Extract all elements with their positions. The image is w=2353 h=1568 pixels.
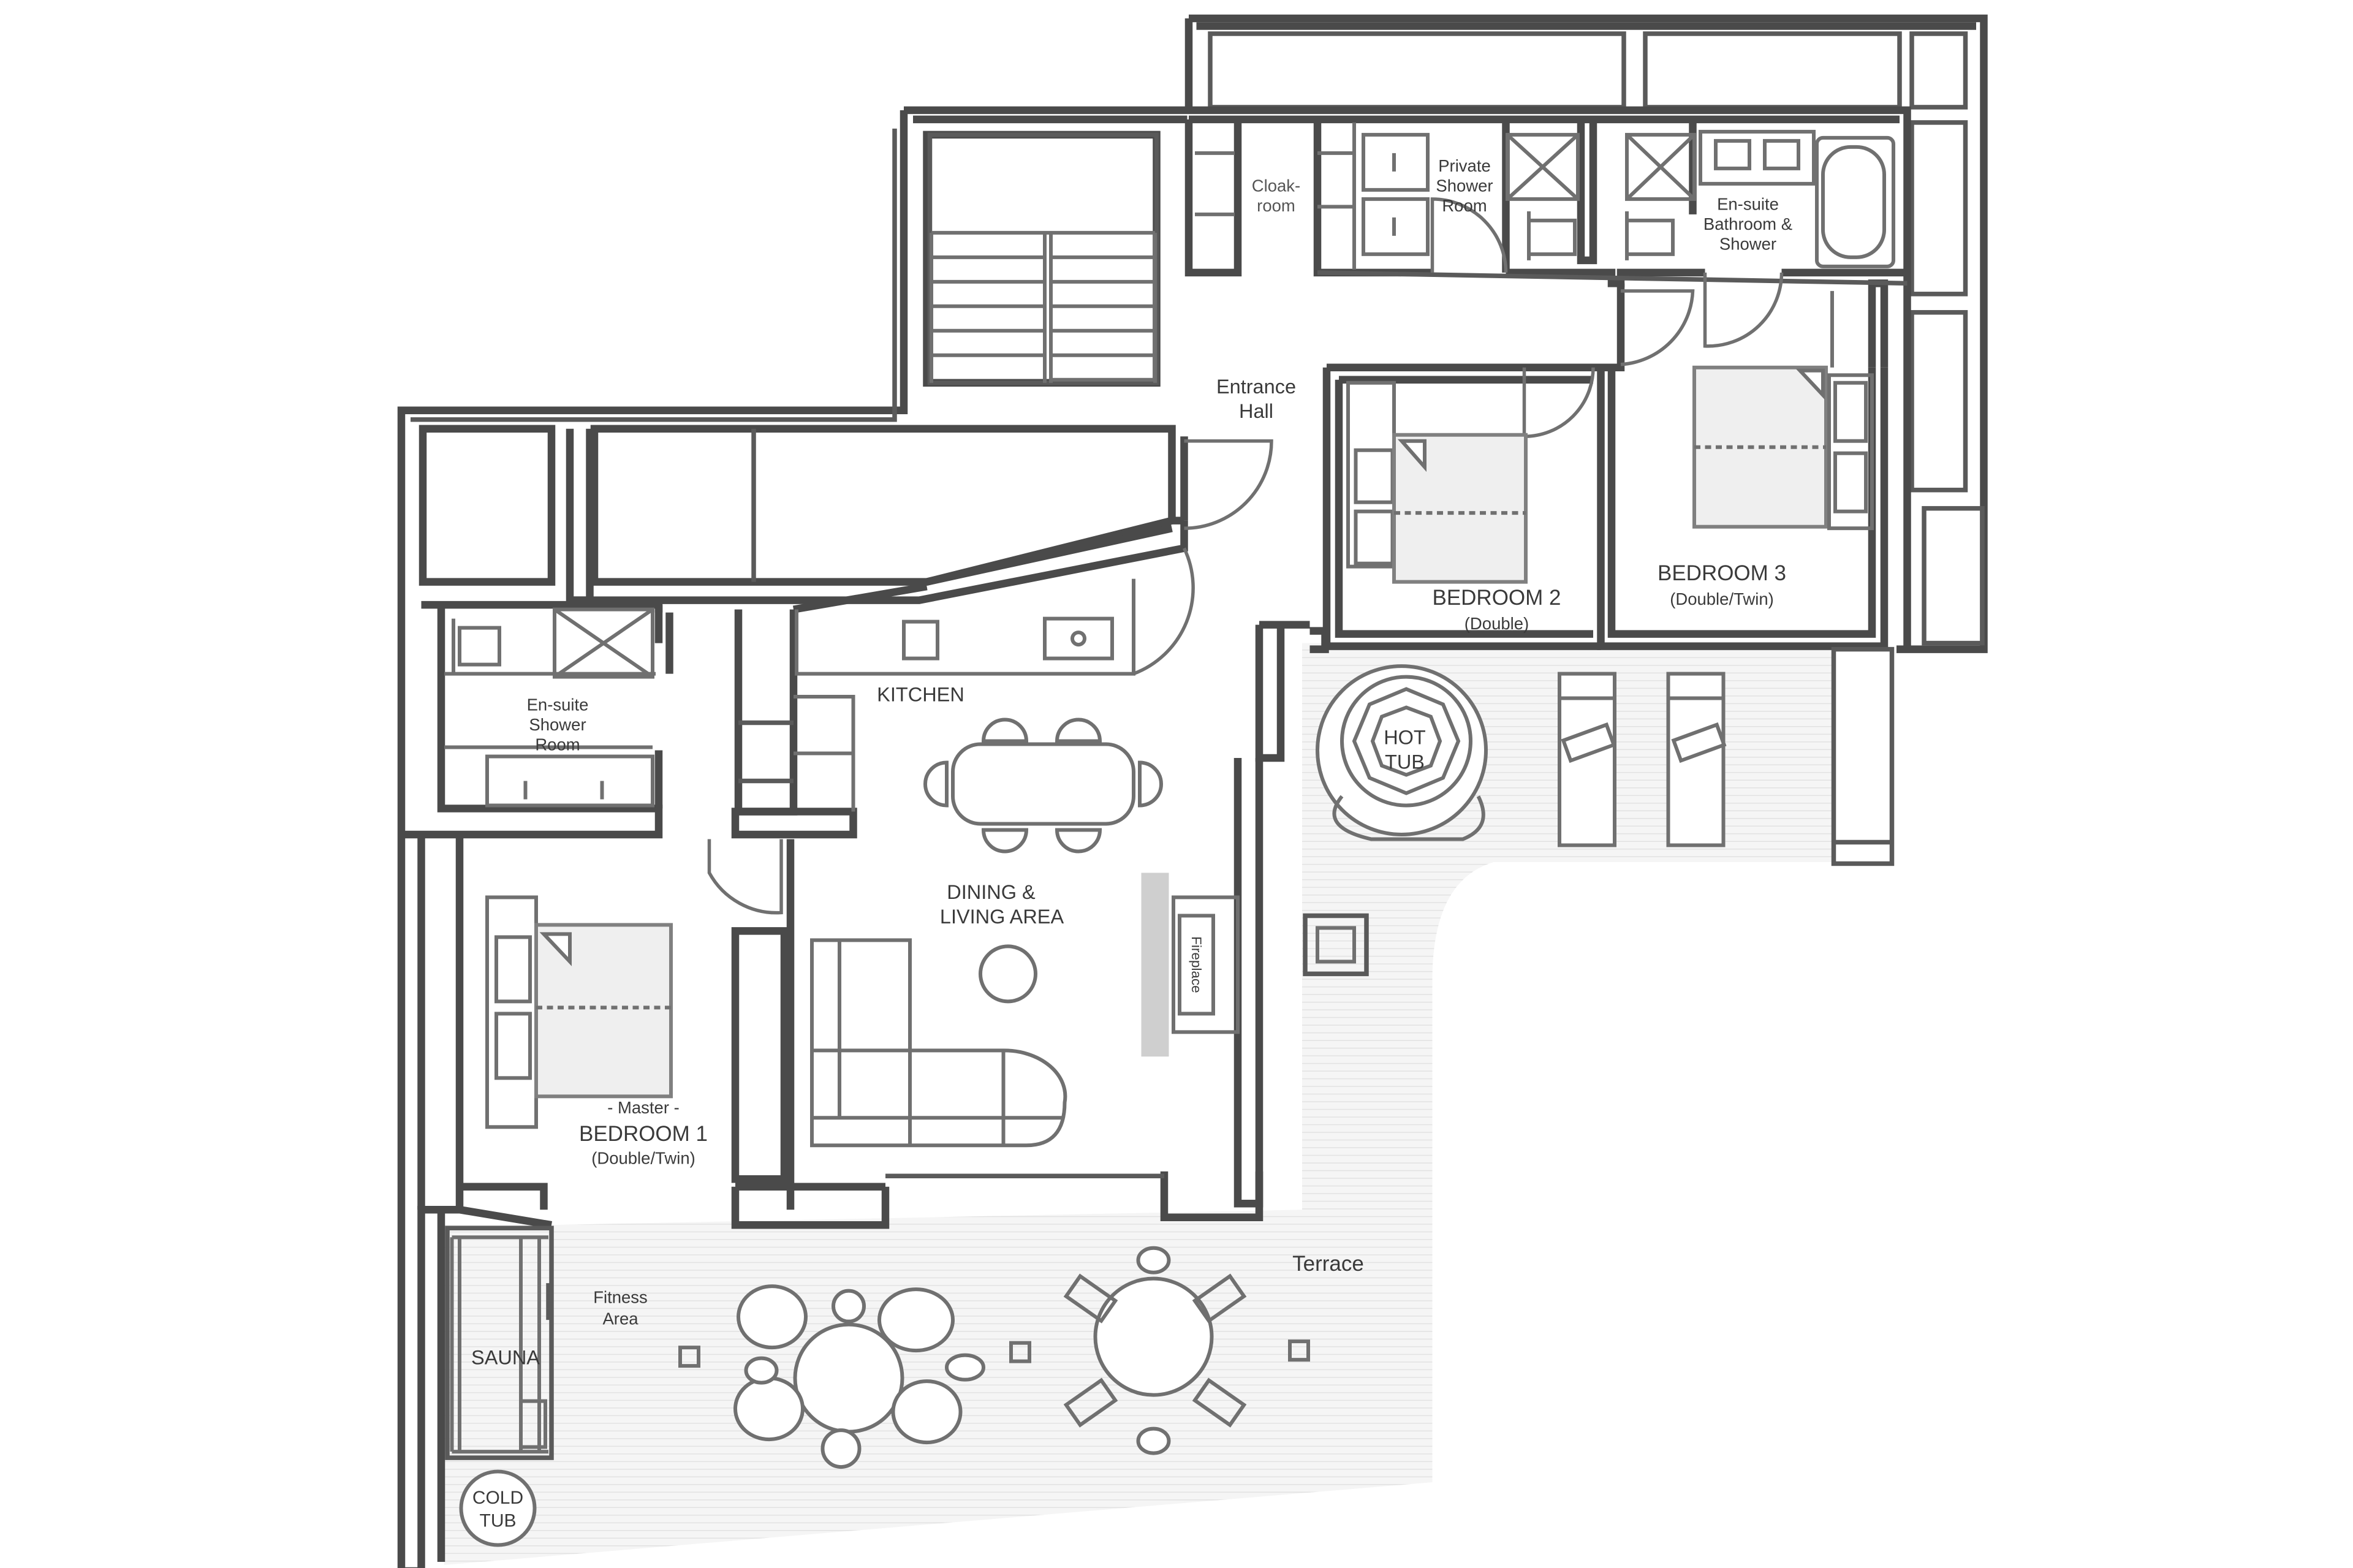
label-fireplace: Fireplace [1189,936,1204,993]
label-ensuite-bath-3: Shower [1719,234,1776,253]
outer-walls [397,14,1988,1568]
label-bedroom2-1: BEDROOM 2 [1433,586,1561,610]
label-bedroom3-1: BEDROOM 3 [1658,561,1786,585]
svg-text:Cloak-room: Cloak-room [1252,176,1300,214]
label-terrace: Terrace [1292,1252,1364,1276]
stairs [930,230,1157,383]
bedroom1-furniture [485,839,783,1129]
dining-furniture [923,718,1163,854]
label-entrance-1: Entrance [1216,376,1296,398]
label-cold-tub-1: COLD [472,1488,523,1508]
label-ensuite-shower-2: Shower [529,715,586,734]
label-entrance-2: Hall [1239,400,1273,422]
label-private-shower-1: Private [1438,156,1491,175]
hot-tub-area [1316,646,1895,866]
label-ensuite-shower-3: Room [535,735,580,754]
label-bedroom1-1: - Master - [607,1098,680,1117]
bedroom2-furniture [1346,381,1528,584]
label-sauna: SAUNA [471,1347,540,1369]
label-private-shower-3: Room [1442,196,1487,215]
label-bedroom1-3: (Double/Twin) [591,1148,695,1167]
label-cloakroom-1: Cloak- [1252,176,1300,195]
svg-text:BEDROOM 2(Double): BEDROOM 2 (Double) [1433,586,1561,633]
label-hot-tub-2: TUB [1385,751,1425,773]
svg-text:DINING &LIVING AREA: DINING & LIVING AREA [940,881,1064,928]
ensuite-shower-furniture [444,607,656,808]
label-bedroom2-2: (Double) [1464,614,1529,633]
svg-text:- Master -BEDROOM 1(Double/Twi: - Master - BEDROOM 1 (Double/Twin) [579,1098,708,1167]
terrace-furniture [678,913,1369,1469]
label-kitchen: KITCHEN [877,684,964,706]
label-bedroom1-2: BEDROOM 1 [579,1122,708,1146]
interior-walls [401,119,1908,1229]
label-fitness-2: Area [602,1309,638,1328]
entrance-door [1133,439,1273,676]
svg-text:BEDROOM 3(Double/Twin): BEDROOM 3 (Double/Twin) [1658,561,1786,608]
label-dining-2: LIVING AREA [940,906,1064,928]
label-ensuite-bath-1: En-suite [1717,194,1779,213]
living-furniture [810,873,1240,1148]
label-ensuite-shower-1: En-suite [527,695,589,714]
label-hot-tub-1: HOT [1384,727,1426,749]
label-private-shower-2: Shower [1436,176,1493,195]
label-cold-tub-2: TUB [480,1511,517,1531]
bedroom3-furniture [1692,290,1874,531]
sauna-cold-tub [445,1225,554,1547]
top-room-fixtures [1195,122,1895,438]
label-ensuite-bath-2: Bathroom & [1703,214,1792,233]
label-cloakroom-2: room [1257,196,1295,215]
label-dining-1: DINING & [947,881,1036,903]
label-fitness-1: Fitness [593,1288,648,1307]
label-bedroom3-2: (Double/Twin) [1670,589,1774,608]
